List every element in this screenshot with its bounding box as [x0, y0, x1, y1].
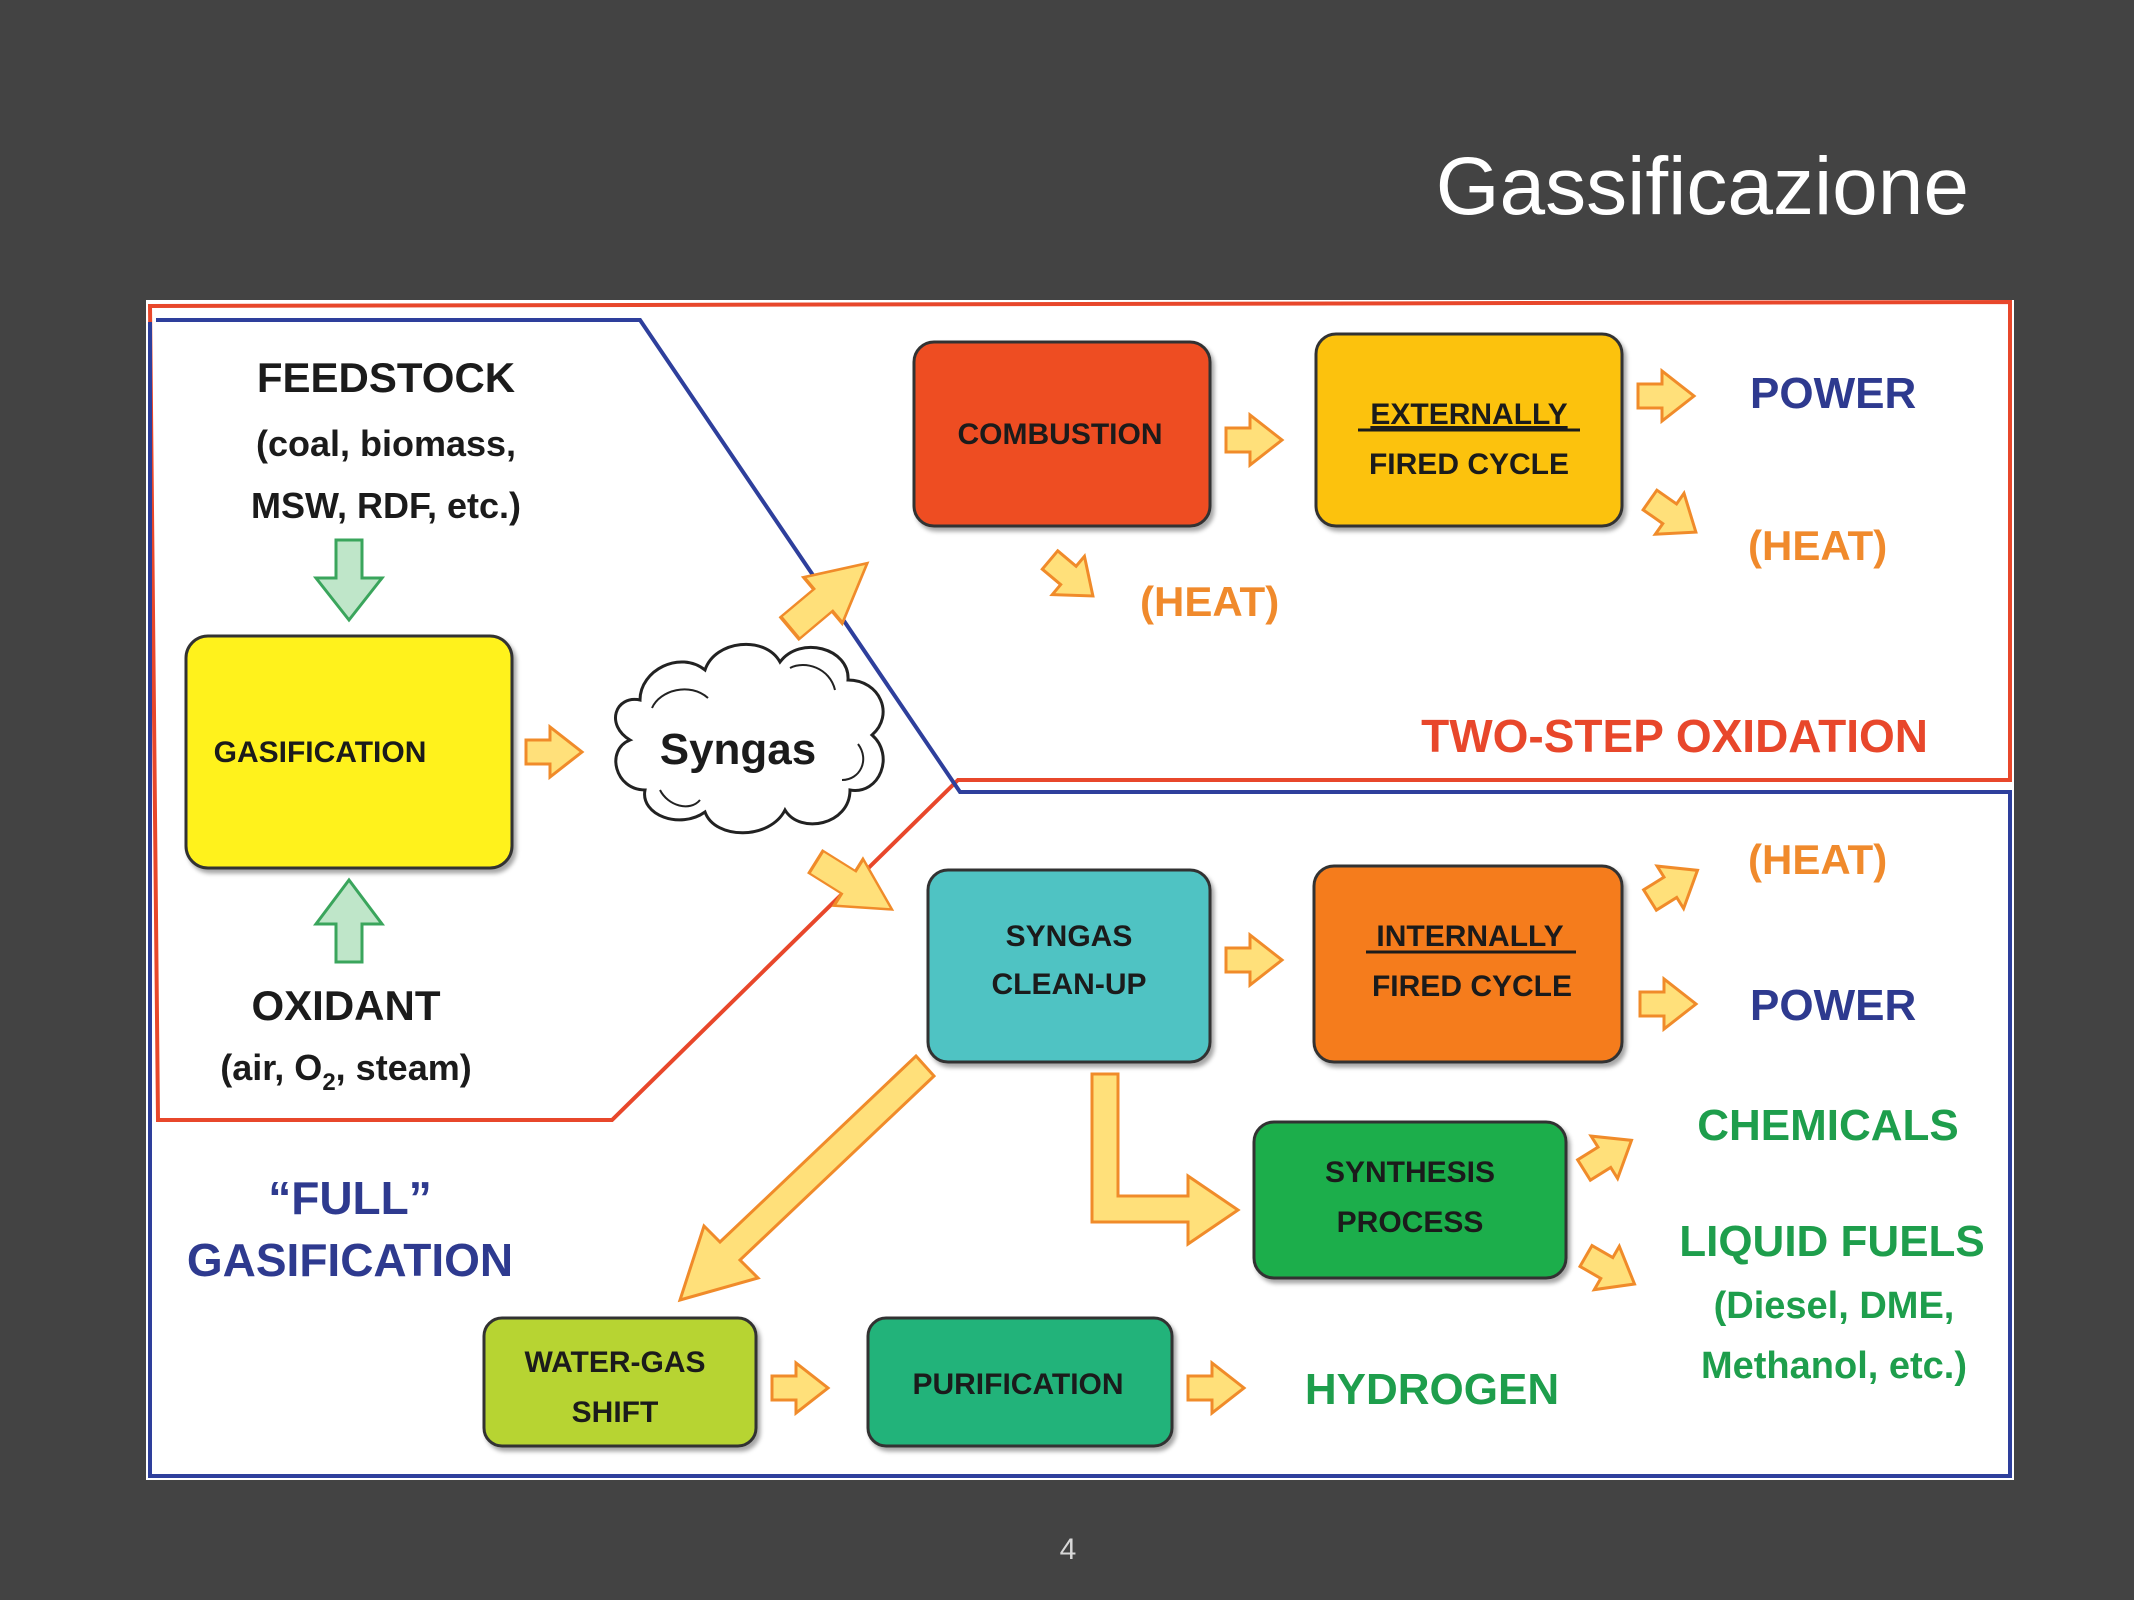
- oxidant-title: OXIDANT: [252, 982, 441, 1029]
- heat-combustion-label: (HEAT): [1140, 578, 1279, 625]
- syngas-cleanup-line-1: SYNGAS: [1006, 920, 1133, 953]
- arrow-cleanup-to-synthesis: [1090, 1072, 1241, 1247]
- liquid-fuels-line-1: (Diesel, DME,: [1714, 1285, 1955, 1327]
- combustion-label: COMBUSTION: [958, 418, 1163, 451]
- oxidant-up-arrow: [313, 877, 385, 964]
- hydrogen-label: HYDROGEN: [1305, 1365, 1559, 1414]
- syngas-cleanup-line-2: CLEAN-UP: [992, 968, 1147, 1001]
- feedstock-line-1: (coal, biomass,: [256, 423, 516, 464]
- feedstock-line-2: MSW, RDF, etc.): [251, 485, 521, 526]
- liquid-fuels-line-2: Methanol, etc.): [1701, 1345, 1967, 1387]
- heat-top-right-label: (HEAT): [1748, 522, 1887, 569]
- arrow-cleanup-to-watergas: [677, 1053, 937, 1303]
- two-step-oxidation-label: TWO-STEP OXIDATION: [1421, 710, 1928, 762]
- two-step-region-border: [147, 299, 2012, 1122]
- full-gasification-line-2: GASIFICATION: [187, 1234, 513, 1286]
- full-gasification-region-border: [148, 318, 2012, 1478]
- power-internal-label: POWER: [1750, 981, 1916, 1030]
- feedstock-down-arrow: [312, 538, 386, 623]
- slide-title: Gassificazione: [1435, 141, 1969, 232]
- syngas-cleanup-box: SYNGAS CLEAN-UP: [926, 868, 1212, 1064]
- synthesis-line-1: SYNTHESIS: [1325, 1156, 1495, 1189]
- oxidant-detail: (air, O2, steam): [220, 1047, 471, 1096]
- internally-fired-cycle-box: INTERNALLY FIRED CYCLE: [1312, 864, 1624, 1064]
- liquid-fuels-label: LIQUID FUELS: [1679, 1217, 1985, 1266]
- water-gas-line-2: SHIFT: [572, 1396, 659, 1429]
- heat-internal-label: (HEAT): [1748, 836, 1887, 883]
- purification-label: PURIFICATION: [912, 1368, 1123, 1401]
- chemicals-label: CHEMICALS: [1697, 1101, 1959, 1150]
- purification-box: PURIFICATION: [866, 1316, 1174, 1448]
- fired-cycle-2-label: FIRED CYCLE: [1372, 970, 1572, 1003]
- internally-label: INTERNALLY: [1376, 920, 1563, 953]
- feedstock-title: FEEDSTOCK: [257, 354, 515, 401]
- externally-fired-cycle-box: EXTERNALLY FIRED CYCLE: [1314, 332, 1624, 528]
- combustion-box: COMBUSTION: [912, 340, 1212, 528]
- gasification-box: GASIFICATION: [184, 634, 514, 870]
- fired-cycle-1-label: FIRED CYCLE: [1369, 448, 1569, 481]
- power-top-label: POWER: [1750, 369, 1916, 418]
- syngas-label: Syngas: [660, 725, 817, 774]
- water-gas-line-1: WATER-GAS: [524, 1346, 705, 1379]
- full-gasification-line-1: “FULL”: [268, 1172, 432, 1224]
- externally-label: EXTERNALLY: [1370, 398, 1567, 431]
- synthesis-line-2: PROCESS: [1337, 1206, 1484, 1239]
- synthesis-process-box: SYNTHESIS PROCESS: [1252, 1120, 1568, 1280]
- page-number: 4: [1059, 1533, 1077, 1566]
- gasification-label: GASIFICATION: [214, 736, 427, 769]
- water-gas-shift-box: WATER-GAS SHIFT: [482, 1316, 758, 1448]
- syngas-cloud: Syngas: [614, 642, 885, 835]
